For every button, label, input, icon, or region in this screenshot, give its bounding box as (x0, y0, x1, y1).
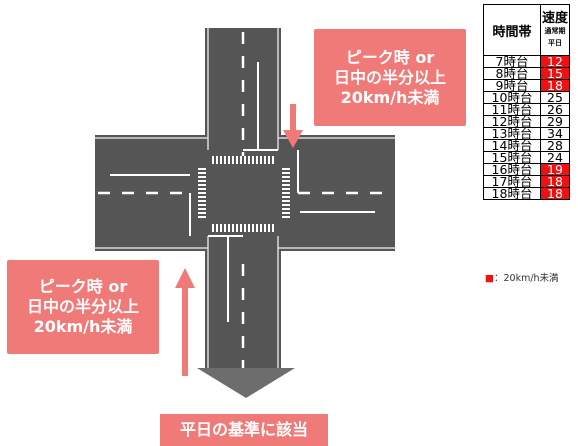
legend-marker: ■ (485, 273, 494, 284)
lane-markings (110, 62, 375, 322)
time-cell: 14時台 (483, 139, 541, 152)
result-label: 平日の基準に該当 (160, 414, 328, 446)
header-speed: 速度 通常期 平日 (540, 4, 570, 56)
header-speed-sub2: 平日 (548, 38, 562, 47)
speed-cell: 26 (540, 103, 570, 116)
speed-cell: 29 (540, 115, 570, 128)
arrow-down-icon (283, 104, 303, 148)
crosswalks (198, 156, 290, 232)
speed-cell: 18 (540, 187, 570, 200)
header-time: 時間帯 (483, 4, 541, 56)
speed-cell: 18 (540, 175, 570, 188)
callout-top-line-3: 20km/h未満 (340, 87, 440, 107)
legend-text: ：20km/h未満 (493, 273, 559, 284)
speed-cell: 18 (540, 79, 570, 92)
callout-top-line-2: 日中の半分以上 (333, 67, 446, 87)
time-cell: 11時台 (483, 103, 541, 116)
callout-top: ピーク時 or 日中の半分以上 20km/h未満 (314, 29, 466, 126)
time-cell: 10時台 (483, 91, 541, 104)
header-speed-label: 速度 (541, 10, 568, 26)
speed-cell: 15 (540, 67, 570, 80)
callout-left: ピーク時 or 日中の半分以上 20km/h未満 (7, 260, 159, 354)
arrow-up-icon (175, 268, 195, 376)
legend: ■：20km/h未満 (485, 270, 559, 284)
time-cell: 16時台 (483, 163, 541, 176)
callout-left-line-1: ピーク時 or (38, 277, 128, 296)
speed-cell: 12 (540, 55, 570, 68)
time-cell: 18時台 (483, 187, 541, 200)
time-cell: 9時台 (483, 79, 541, 92)
speed-cell: 19 (540, 163, 570, 176)
time-cell: 12時台 (483, 115, 541, 128)
callout-top-line-1: ピーク時 or (345, 47, 435, 67)
result-arrow-icon (197, 368, 295, 398)
time-cell: 13時台 (483, 127, 541, 140)
header-speed-sub1: 通常期 (544, 26, 566, 35)
callout-left-line-2: 日中の半分以上 (26, 297, 139, 316)
callout-left-line-3: 20km/h未満 (33, 317, 133, 336)
center-lines (98, 32, 392, 368)
